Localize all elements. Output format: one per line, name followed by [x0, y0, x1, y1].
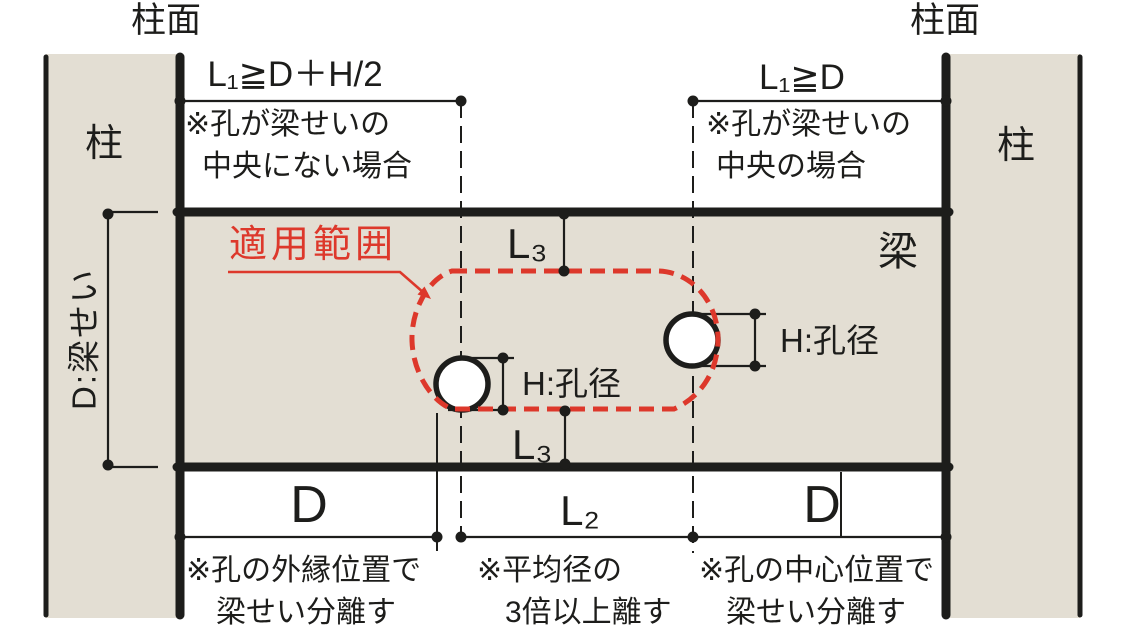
beam-label: 梁: [878, 230, 918, 274]
column-label-left: 柱: [84, 123, 124, 165]
note-top-right-line2: 中央の場合: [716, 150, 866, 183]
scope-leader-arrowhead: [417, 286, 431, 299]
hole-diameter-label-left: H:孔径: [522, 365, 621, 402]
hole-diameter-label-right: H:孔径: [780, 322, 879, 359]
dim-label-L2: L₂: [560, 487, 600, 534]
scope-label: 適用範囲: [229, 224, 398, 266]
dim-label-D-right: D: [803, 476, 841, 534]
column-label-right: 柱: [996, 125, 1036, 167]
beam-depth-dim-label: D:梁せい: [65, 268, 103, 410]
column-face-label-left: 柱面: [130, 1, 202, 40]
scope-leader-line: [228, 270, 425, 294]
right-column-fill: [946, 54, 1080, 618]
dim-label-L3-bottom: L₃: [512, 421, 553, 468]
dim-label-L1-right: L₁≧D: [759, 58, 845, 97]
note-bottom-right-line1: ※孔の中心位置で: [699, 554, 935, 587]
dimension-dots: [102, 95, 952, 543]
note-bottom-mid-line2: 3倍以上離す: [505, 596, 672, 629]
dim-label-D-left: D: [290, 476, 328, 534]
scope-boundary-dashed: [409, 268, 721, 412]
left-column-fill: [46, 54, 180, 618]
note-top-right-line1: ※孔が梁せいの: [706, 108, 912, 141]
penetration-hole-right: [663, 311, 721, 369]
note-top-left-line1: ※孔が梁せいの: [185, 108, 391, 141]
note-bottom-left-line2: 梁せい分離す: [216, 596, 396, 629]
column-face-label-right: 柱面: [909, 1, 981, 40]
note-bottom-mid-line1: ※平均径の: [477, 554, 623, 587]
note-bottom-left-line1: ※孔の外縁位置で: [186, 554, 422, 587]
note-bottom-right-line2: 梁せい分離す: [726, 596, 906, 629]
note-top-left-line2: 中央にない場合: [202, 150, 412, 183]
dim-label-L3-top: L₃: [507, 220, 548, 267]
dim-label-L1-left: L₁≧D＋H/2: [207, 55, 383, 94]
